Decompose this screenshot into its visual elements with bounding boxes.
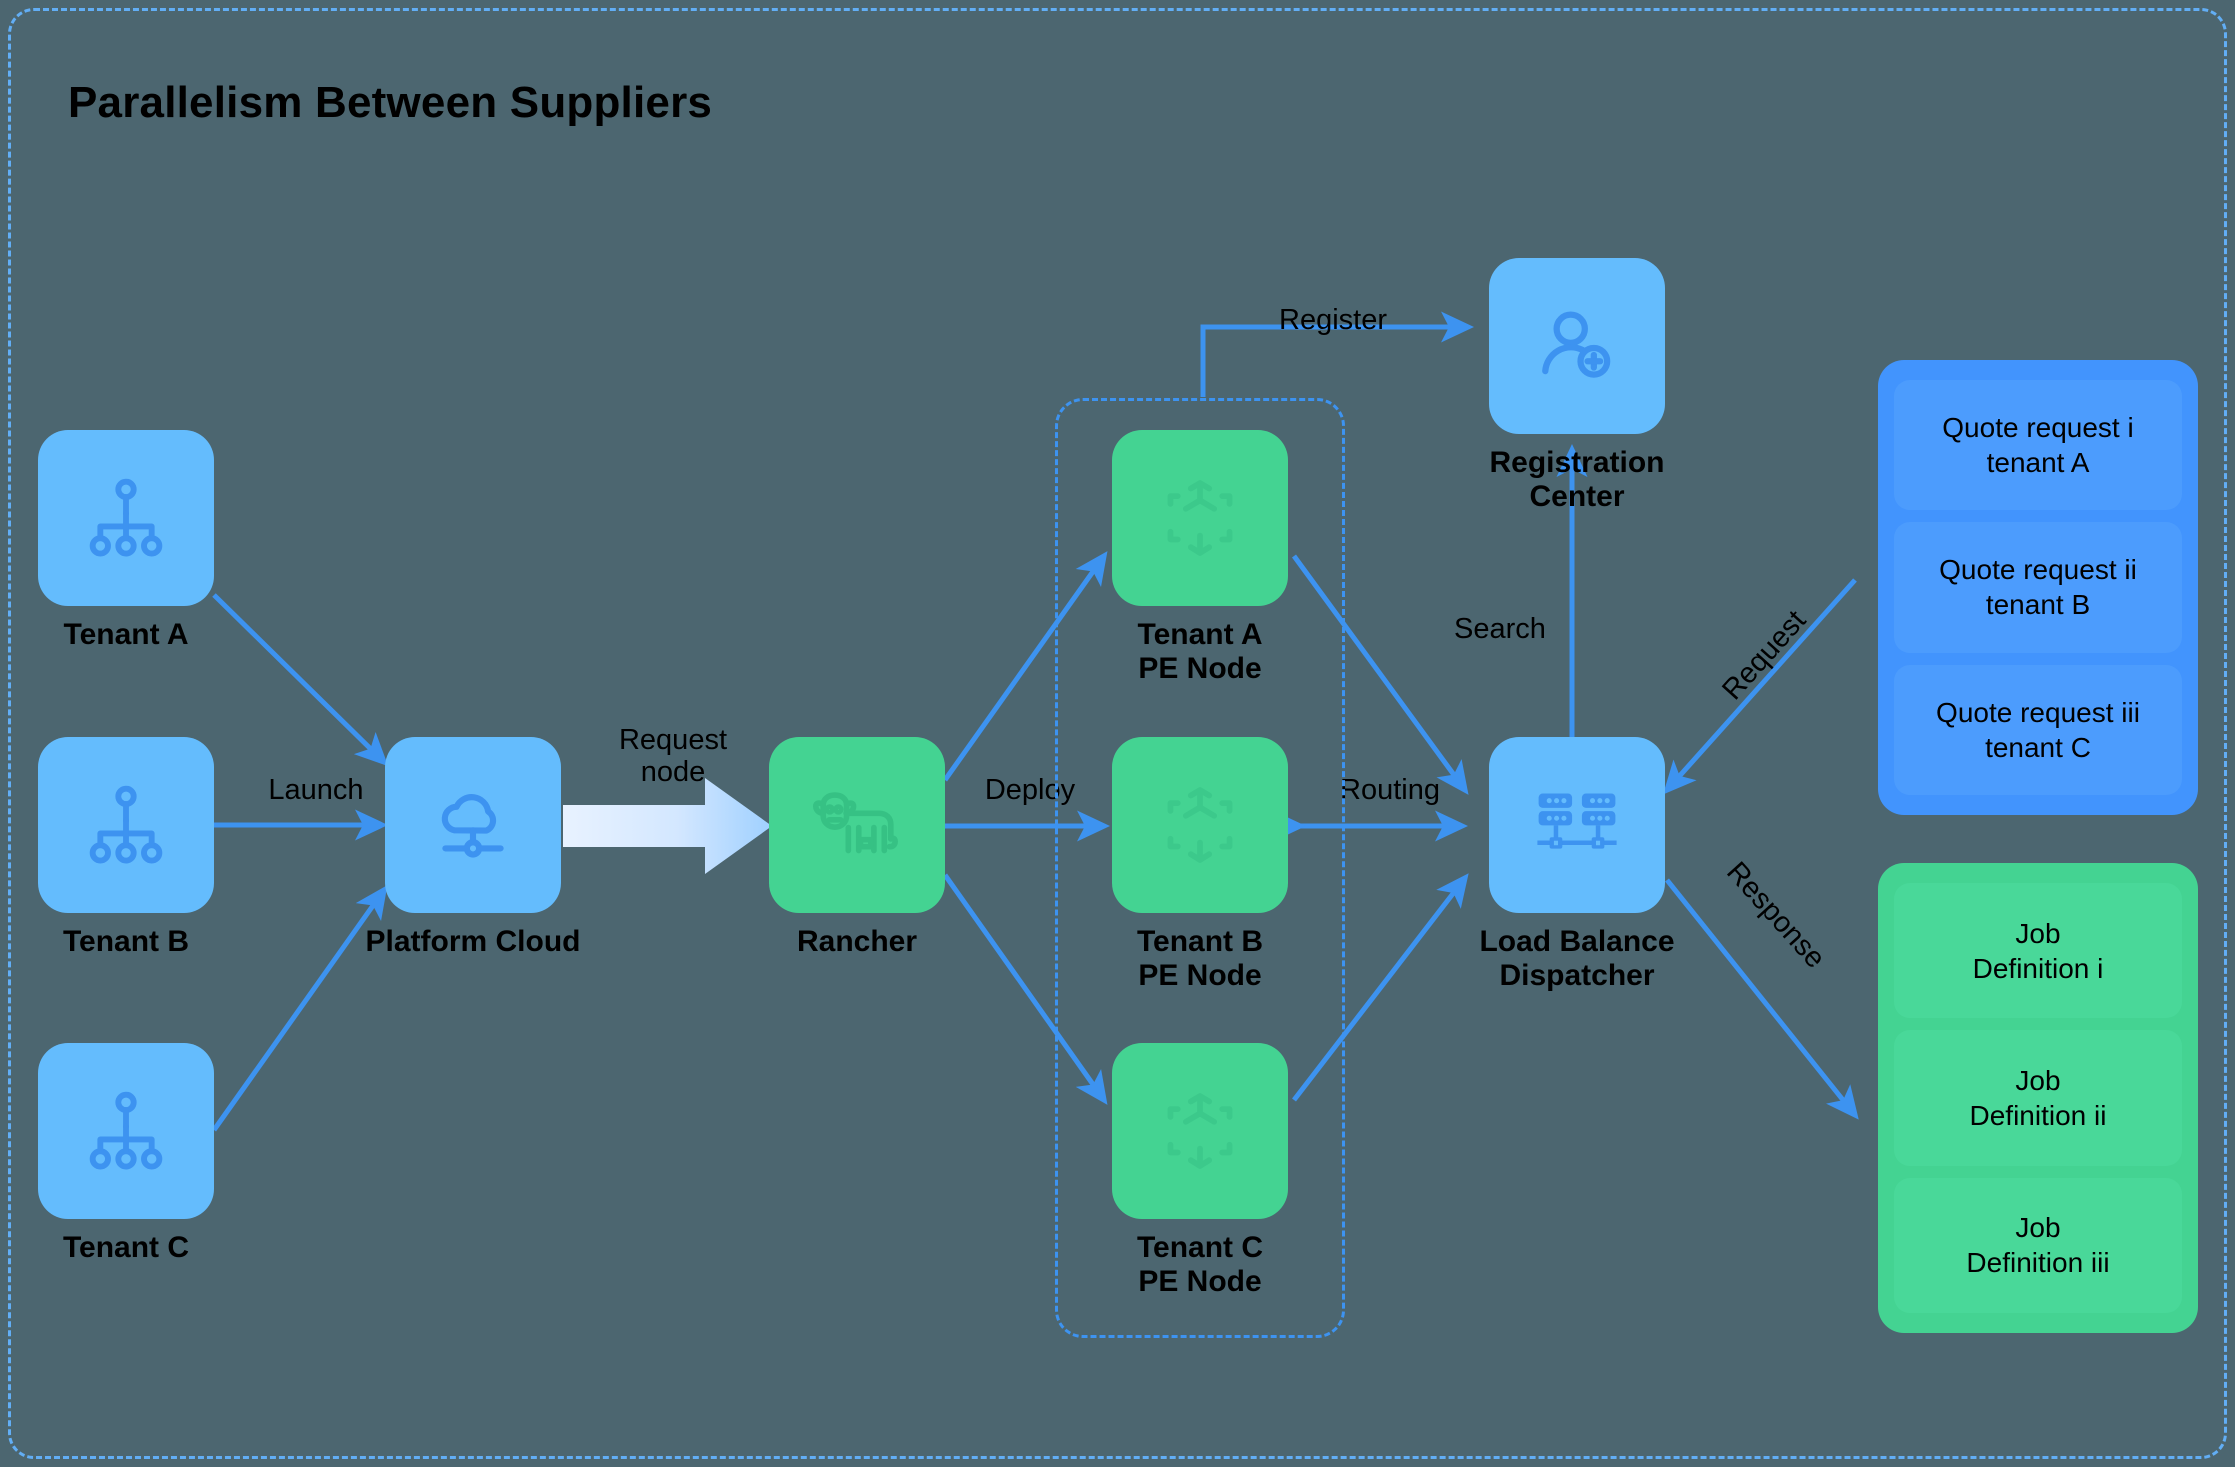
tenant-b-label: Tenant B	[62, 925, 190, 958]
quote-request-item[interactable]: Quote request ii tenant B	[1894, 522, 2182, 653]
tenant-c-label: Tenant C	[62, 1231, 190, 1264]
job-definition-item[interactable]: Job Definition i	[1894, 883, 2182, 1019]
node-rancher[interactable]: Rancher	[769, 737, 945, 958]
cloud-network-icon	[441, 794, 504, 858]
org-chart-icon	[89, 478, 163, 557]
rancher-chip[interactable]	[769, 737, 945, 913]
tenant-b-chip[interactable]	[38, 737, 214, 913]
pe-b-chip[interactable]	[1112, 737, 1288, 913]
tenant-a-chip[interactable]	[38, 430, 214, 606]
container-cube-icon	[1167, 1093, 1233, 1169]
platform-cloud-chip[interactable]	[385, 737, 561, 913]
edge-request	[1662, 578, 1857, 795]
pe-b-label: Tenant B PE Node	[1136, 925, 1264, 992]
container-cube-icon	[1167, 787, 1233, 863]
edge-label-request-node: Request node	[618, 724, 727, 788]
pe-c-label: Tenant C PE Node	[1136, 1231, 1264, 1298]
edge-label-register: Register	[1279, 304, 1387, 336]
job-definition-panel[interactable]: Job Definition i Job Definition ii Job D…	[1878, 863, 2198, 1333]
node-tenant-b[interactable]: Tenant B	[38, 737, 214, 958]
node-tenant-a[interactable]: Tenant A	[38, 430, 214, 651]
node-registration-center[interactable]: Registration Center	[1489, 258, 1665, 513]
tenant-c-chip[interactable]	[38, 1043, 214, 1219]
edge-label-deploy: Deploy	[984, 774, 1076, 806]
job-definition-item[interactable]: Job Definition iii	[1894, 1177, 2182, 1313]
edge-register	[1200, 311, 1474, 397]
server-stack-icon	[1537, 793, 1617, 849]
page-title: Parallelism Between Suppliers	[68, 78, 713, 127]
edge-request-node	[563, 778, 772, 874]
platform-cloud-label: Platform Cloud	[365, 925, 581, 958]
quote-request-item[interactable]: Quote request i tenant A	[1894, 380, 2182, 511]
registration-center-chip[interactable]	[1489, 258, 1665, 434]
container-cube-icon	[1167, 480, 1233, 556]
cow-icon	[813, 792, 898, 854]
node-pe-tenant-c[interactable]: Tenant C PE Node	[1112, 1043, 1288, 1298]
org-chart-icon	[89, 1091, 163, 1170]
pe-a-label: Tenant A PE Node	[1137, 618, 1263, 685]
pe-c-chip[interactable]	[1112, 1043, 1288, 1219]
node-platform-cloud[interactable]: Platform Cloud	[366, 737, 581, 958]
job-definition-item[interactable]: Job Definition ii	[1894, 1030, 2182, 1166]
node-pe-tenant-b[interactable]: Tenant B PE Node	[1112, 737, 1288, 992]
load-balancer-chip[interactable]	[1489, 737, 1665, 913]
edge-label-search: Search	[1454, 613, 1546, 645]
node-pe-tenant-a[interactable]: Tenant A PE Node	[1112, 430, 1288, 685]
rancher-label: Rancher	[796, 925, 918, 958]
user-plus-icon	[1542, 311, 1611, 378]
node-tenant-c[interactable]: Tenant C	[38, 1043, 214, 1264]
edge-label-launch: Launch	[268, 774, 364, 806]
quote-request-item[interactable]: Quote request iii tenant C	[1894, 664, 2182, 795]
org-chart-icon	[89, 785, 163, 864]
node-load-balance-dispatcher[interactable]: Load Balance Dispatcher	[1479, 737, 1675, 992]
load-balancer-label: Load Balance Dispatcher	[1479, 925, 1675, 992]
quote-request-panel[interactable]: Quote request i tenant A Quote request i…	[1878, 360, 2198, 815]
edge-label-request: Request	[1716, 604, 1813, 707]
registration-center-label: Registration Center	[1489, 446, 1665, 513]
edge-label-routing: Routing	[1340, 774, 1440, 806]
tenant-a-label: Tenant A	[63, 618, 189, 651]
pe-a-chip[interactable]	[1112, 430, 1288, 606]
